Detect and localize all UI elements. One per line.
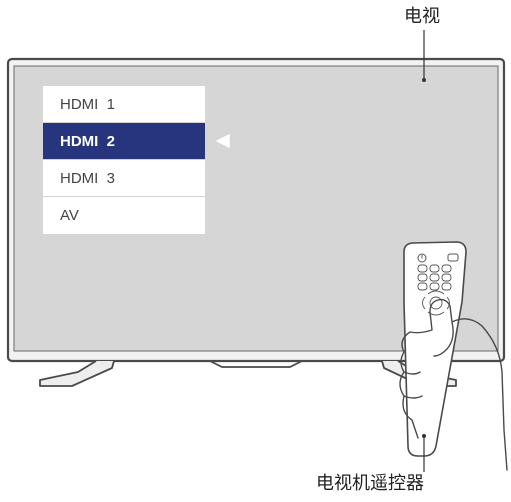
remote-label: 电视机遥控器 xyxy=(316,473,424,494)
tv-callout-dot xyxy=(422,78,426,82)
input-source-menu: HDMI 1 HDMI 2 HDMI 3 AV xyxy=(43,86,205,234)
menu-item-hdmi1[interactable]: HDMI 1 xyxy=(43,86,205,123)
remote-callout-dot xyxy=(422,434,426,438)
power-button-icon xyxy=(417,253,427,263)
menu-item-hdmi2[interactable]: HDMI 2 xyxy=(43,123,205,160)
tv-bottom-lip xyxy=(209,360,303,368)
menu-item-hdmi3[interactable]: HDMI 3 xyxy=(43,160,205,197)
hand xyxy=(399,298,508,471)
remote-keypad xyxy=(417,264,452,291)
tv-label: 电视 xyxy=(404,6,440,27)
remote-dpad xyxy=(422,290,450,316)
menu-item-av[interactable]: AV xyxy=(60,207,79,224)
remote-control xyxy=(399,241,508,471)
tv-stand-left xyxy=(39,360,115,387)
selection-pointer-icon xyxy=(216,134,230,148)
remote-body xyxy=(403,241,467,457)
